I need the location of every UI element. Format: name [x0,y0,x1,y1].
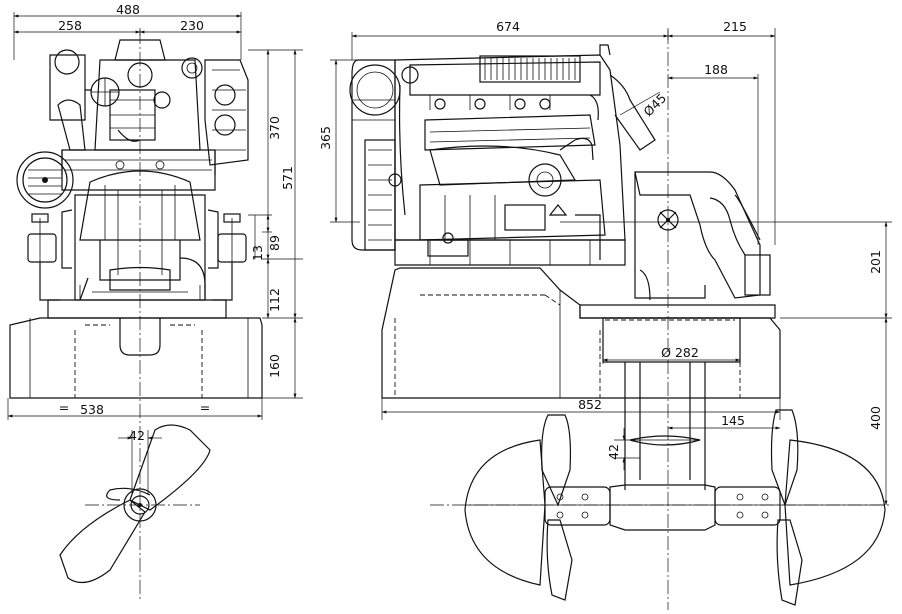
side-dimensions [330,28,892,506]
side-propeller [464,409,886,606]
dim-230-label: 230 [180,18,204,33]
dim-282-label: Ø 282 [661,345,699,360]
base-mark-left: = [59,400,69,415]
base-mark-right: = [200,400,210,415]
dim-538-label: 538 [80,402,104,417]
side-flywheel [349,59,402,251]
dim-571-label: 571 [280,166,295,190]
dim-201-label: 201 [868,250,883,274]
side-base [381,267,781,399]
side-exhaust [634,171,771,301]
dim-89-label: 89 [267,235,282,251]
dim-370-label: 370 [267,116,282,140]
front-engine-mounts [27,213,247,319]
dim-160-label: 160 [267,354,282,378]
dim-188-label: 188 [704,62,728,77]
front-dimension-labels: 488 258 230 370 571 89 13 112 160 538 = … [58,2,295,443]
front-dimensions [7,12,303,495]
front-engine-head [49,39,249,191]
dim-215-label: 215 [723,19,747,34]
dim-674-label: 674 [496,19,520,34]
dim-42-side-label: 42 [606,444,621,460]
dim-365-label: 365 [318,126,333,150]
side-view: 674 215 188 365 Ø45 201 Ø 282 852 145 42… [318,19,892,610]
side-saildrive-leg [602,317,741,490]
dim-112-label: 112 [267,288,282,312]
front-view: 488 258 230 370 571 89 13 112 160 538 = … [7,2,303,602]
dim-13-label: 13 [250,245,265,261]
dim-145-label: 145 [721,413,745,428]
front-base [9,317,263,399]
front-engine-block [61,170,219,301]
dim-42-front-label: 42 [129,428,145,443]
front-alternator [16,151,74,209]
dim-400-label: 400 [868,406,883,430]
dim-258-label: 258 [58,18,82,33]
dim-45-label: Ø45 [640,90,669,119]
dim-852-label: 852 [578,397,602,412]
side-engine-block [394,44,656,266]
front-propeller [59,424,211,584]
dim-488-label: 488 [116,2,140,17]
